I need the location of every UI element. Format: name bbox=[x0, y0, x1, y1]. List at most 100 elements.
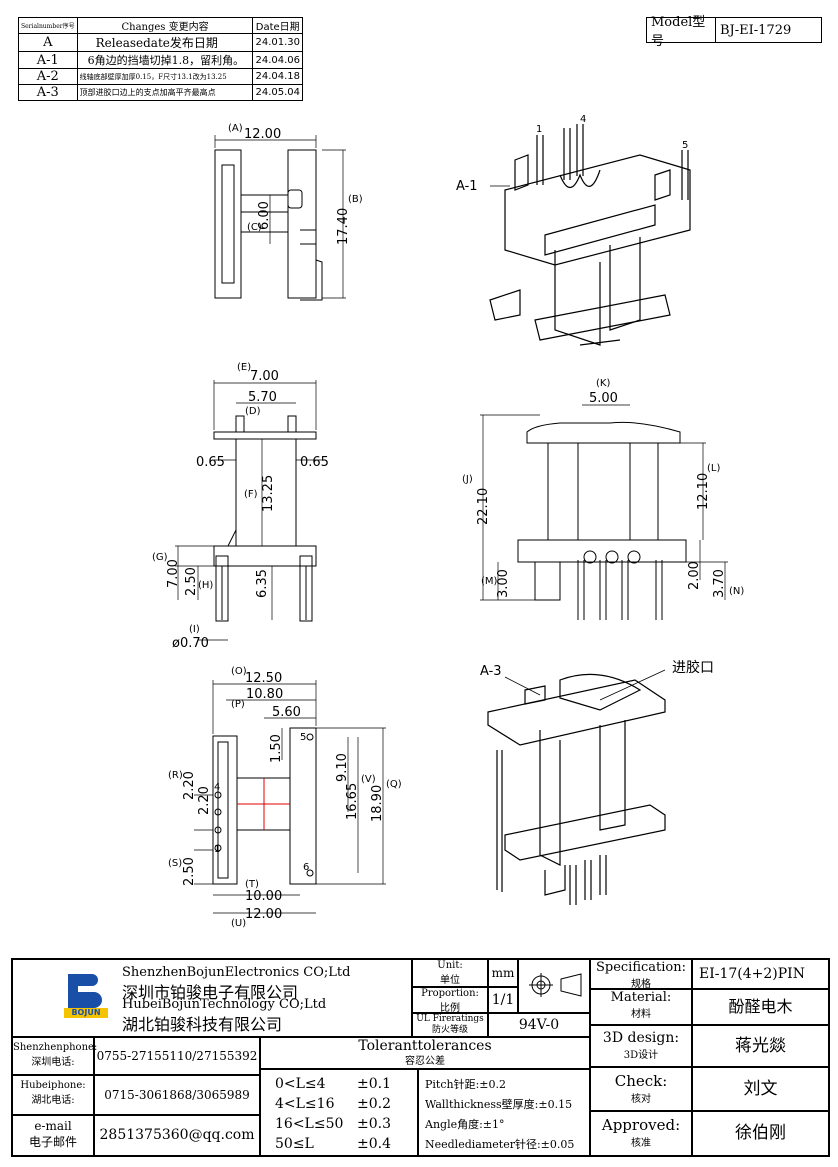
dim-j-tag: (J) bbox=[462, 474, 473, 485]
dim-c-tag: (C) bbox=[247, 222, 262, 233]
change-row: A-2 线轴底部壁厚加厚0.15，F尺寸13.1改为13.25 24.04.18 bbox=[18, 68, 303, 85]
tolerance-title-cell: Toleranttolerances 容忍公差 bbox=[260, 1037, 590, 1069]
proportion-label-cell: Proportion: 比例 bbox=[412, 987, 488, 1014]
dim-5-60: 5.60 bbox=[272, 705, 301, 720]
approved-label: Approved: bbox=[601, 1116, 681, 1134]
unit-value: mm bbox=[488, 959, 518, 987]
dim-r-tag: (R) bbox=[168, 770, 183, 781]
check-label-cn: 核对 bbox=[631, 1094, 651, 1105]
check-value: 刘文 bbox=[692, 1067, 829, 1111]
sz-phone-label: Shenzhenphone: bbox=[13, 1042, 98, 1053]
dim-p: 10.80 bbox=[246, 687, 283, 702]
proportion-label: Proportion: bbox=[421, 988, 479, 999]
technical-drawing: (A) 12.00 (B) 17.40 (C) 6.00 A-1 1 4 5 bbox=[152, 114, 744, 929]
tolerance-row: 16<L≤50 ±0.3 bbox=[275, 1114, 417, 1134]
dim-e-tag: (E) bbox=[237, 362, 251, 373]
dim-v-tag: (V) bbox=[361, 774, 376, 785]
dim-c: 6.00 bbox=[257, 201, 272, 230]
sz-phone-label-cn: 深圳电话: bbox=[31, 1057, 75, 1068]
dim-n: 3.70 bbox=[712, 569, 727, 598]
dim-l: 12.10 bbox=[696, 473, 711, 510]
dim-j: 22.10 bbox=[476, 488, 491, 525]
tolerance-row: 0<L≤4±0.1 bbox=[275, 1074, 417, 1094]
design-label-cell: 3D design: 3D设计 bbox=[590, 1025, 692, 1067]
front-view bbox=[175, 380, 322, 641]
hb-phone-label-cn: 湖北电话: bbox=[31, 1095, 75, 1106]
dim-e: 7.00 bbox=[250, 369, 279, 384]
dim-r1: 2.20 bbox=[182, 771, 197, 800]
design-label: 3D design: bbox=[602, 1030, 680, 1046]
hb-phone-label: Hubeiphone: bbox=[20, 1080, 86, 1091]
ul-value: 94V-0 bbox=[488, 1013, 590, 1037]
dim-k-tag: (K) bbox=[596, 378, 610, 389]
sz-phone: 0755-27155110/27155392 bbox=[94, 1037, 260, 1075]
dim-a-tag: (A) bbox=[228, 123, 243, 134]
iso1-pin4: 4 bbox=[580, 114, 586, 125]
dim-u-tag: (U) bbox=[231, 918, 246, 929]
sz-phone-label-cell: Shenzhenphone: 深圳电话: bbox=[12, 1037, 98, 1075]
company-en-2: HubeiBojunTechnology CO;Ltd bbox=[122, 997, 327, 1012]
change-date: 24.05.04 bbox=[252, 84, 303, 101]
tolerance-title: Toleranttolerances bbox=[358, 1038, 492, 1054]
ul-label-cell: UL Fireratings 防火等级 bbox=[412, 1013, 488, 1037]
dim-o-tag: (O) bbox=[231, 666, 247, 677]
dim-s: 2.50 bbox=[182, 857, 197, 886]
tolerance-value: ±0.3 bbox=[357, 1116, 391, 1132]
dim-p-tag: (P) bbox=[231, 699, 245, 710]
iso1-pin5: 5 bbox=[682, 140, 688, 151]
tolerance-range: 16<L≤50 bbox=[275, 1116, 344, 1132]
note-wall: Wallthickness壁厚度:±0.15 bbox=[425, 1098, 573, 1111]
pin-6-label: 6 bbox=[303, 862, 309, 873]
design-label-cn: 3D设计 bbox=[623, 1050, 659, 1061]
dim-t: 10.00 bbox=[245, 889, 282, 904]
dim-right-wall: 0.65 bbox=[300, 455, 329, 470]
dim-s-tag: (S) bbox=[168, 858, 182, 869]
dim-1-50: 1.50 bbox=[269, 734, 284, 763]
material-label-cn: 材料 bbox=[631, 1009, 651, 1020]
dim-a: 12.00 bbox=[244, 127, 281, 142]
dim-r2: 2.20 bbox=[197, 786, 212, 815]
spec-label-cell: Specification: 规格 bbox=[590, 959, 692, 990]
dim-left-wall: 0.65 bbox=[196, 455, 225, 470]
dim-h-tag: (H) bbox=[198, 580, 213, 591]
bottom-view bbox=[194, 680, 386, 914]
company-area bbox=[12, 959, 412, 1037]
isometric-view-top bbox=[489, 124, 691, 346]
dim-k: 5.00 bbox=[589, 391, 618, 406]
title-block: BOJUN ShenzhenBojunElectronics CO;Ltd 深圳… bbox=[11, 958, 830, 1157]
email-label-cn: 电子邮件 bbox=[28, 1135, 77, 1149]
note-needle: Needlediameter针径:±0.05 bbox=[425, 1138, 575, 1151]
change-text: Releasedate发布日期 bbox=[76, 33, 254, 52]
isometric-view-bottom bbox=[487, 669, 666, 905]
tolerance-value: ±0.2 bbox=[357, 1096, 391, 1112]
dim-g: 7.00 bbox=[166, 559, 181, 588]
ul-label: UL Fireratings bbox=[416, 1014, 484, 1024]
model-value: BJ-EI-1729 bbox=[720, 22, 792, 38]
approved-value: 徐伯刚 bbox=[692, 1111, 829, 1156]
dim-i: ø0.70 bbox=[172, 636, 209, 651]
proportion-value: 1/1 bbox=[488, 987, 518, 1013]
dim-b-tag: (B) bbox=[348, 194, 363, 205]
dim-b: 17.40 bbox=[336, 208, 351, 245]
note-angle: Angle角度:±1° bbox=[425, 1118, 505, 1131]
dim-f: 13.25 bbox=[261, 475, 276, 512]
change-row: A Releasedate发布日期 24.01.30 bbox=[18, 33, 303, 52]
iso1-callout: A-1 bbox=[456, 179, 478, 194]
pin-4-label: 4 bbox=[214, 782, 220, 793]
change-row: A-1 6角边的挡墙切掉1.8，留利角。 24.04.06 bbox=[18, 51, 303, 69]
dim-2: 2.00 bbox=[687, 561, 702, 590]
material-label-cell: Material: 材料 bbox=[590, 989, 692, 1025]
iso2-callout: A-3 bbox=[480, 664, 502, 679]
dim-i-tag: (I) bbox=[189, 624, 200, 635]
material-value: 酚醛电木 bbox=[692, 989, 829, 1025]
hb-phone: 0715-3061868/3065989 bbox=[94, 1075, 260, 1115]
pin-1-label: 1 bbox=[214, 844, 220, 855]
hb-phone-label-cell: Hubeiphone: 湖北电话: bbox=[12, 1075, 94, 1115]
material-label: Material: bbox=[610, 990, 672, 1005]
spec-value: EI-17(4+2)PIN bbox=[692, 959, 829, 989]
dim-f-tag: (F) bbox=[244, 489, 258, 500]
ul-label-cn: 防火等级 bbox=[431, 1025, 468, 1035]
logo-text: BOJUN bbox=[64, 1008, 108, 1018]
dim-m: 3.00 bbox=[496, 569, 511, 598]
note-pitch: Pitch针距:±0.2 bbox=[425, 1078, 507, 1091]
